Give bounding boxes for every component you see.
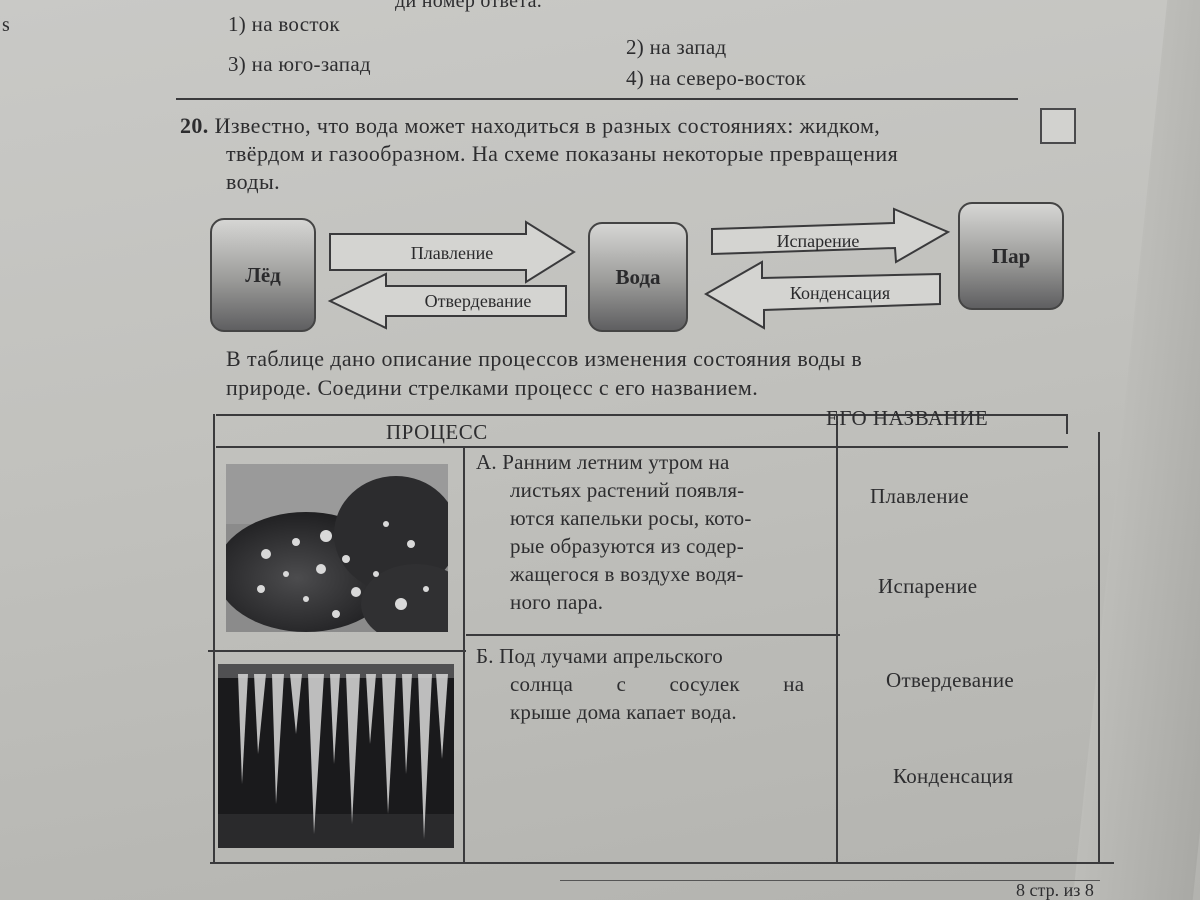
instruction-line-2: природе. Соедини стрелками процесс с его… [226,375,759,400]
instruction-line-1: В таблице дано описание процессов измене… [226,346,863,371]
name-condensation[interactable]: Конденсация [893,764,1014,788]
header-process: ПРОЦЕСС [386,420,488,444]
evaporation-label: Испарение [777,231,860,251]
prev-option-1[interactable]: 1) на восток [228,12,340,36]
process-b-text: Б. Под лучами апрельского солнца с сосул… [476,644,805,724]
condensation-label: Конденсация [790,283,890,303]
answer-box[interactable] [1040,108,1076,144]
dew-drops-photo [226,464,448,632]
prev-option-2[interactable]: 2) на запад [626,35,727,59]
evaporation-arrow: Испарение [711,207,951,264]
melting-arrow: Плавление [329,220,576,284]
prev-option-4[interactable]: 4) на северо-восток [626,66,806,90]
process-a-text: А. Ранним летним утром на листьях растен… [476,450,752,614]
table-col-divider-1 [463,446,465,864]
melting-label: Плавление [411,243,493,263]
margin-mark: s [2,14,10,36]
table-col-divider-2 [836,414,838,864]
freezing-arrow: Отвердевание [327,272,567,330]
header-cut-text: ди номер ответа. [395,0,543,12]
question-line-3: воды. [226,169,281,194]
table-left-border [213,414,215,864]
table-right-border [1098,432,1100,864]
question-line-1: 20. Известно, что вода может находиться … [180,113,881,138]
icicles-photo [218,664,454,848]
table-header-right-border [1066,414,1068,434]
table-bottom-border [210,862,1114,864]
name-melting[interactable]: Плавление [870,484,969,508]
header-name: ЕГО НАЗВАНИЕ [826,406,989,430]
freezing-label: Отвердевание [425,291,532,311]
table-row-divider [466,634,840,636]
state-vapor: Пар [958,202,1064,310]
page-number: 8 стр. из 8 [1016,880,1094,900]
condensation-arrow: Конденсация [704,260,941,330]
prev-option-3[interactable]: 3) на юго-запад [228,52,371,76]
state-water: Вода [588,222,688,332]
section-divider [176,98,1018,100]
table-top-border [216,414,1066,416]
question-line-2: твёрдом и газообразном. На схеме показан… [226,141,899,166]
table-image-divider [208,650,466,652]
name-freezing[interactable]: Отвердевание [886,668,1015,692]
state-ice: Лёд [210,218,316,332]
table-header-border [216,446,1068,448]
footer-divider [560,880,1100,881]
name-evaporation[interactable]: Испарение [878,574,978,598]
question-number: 20. [180,113,209,138]
